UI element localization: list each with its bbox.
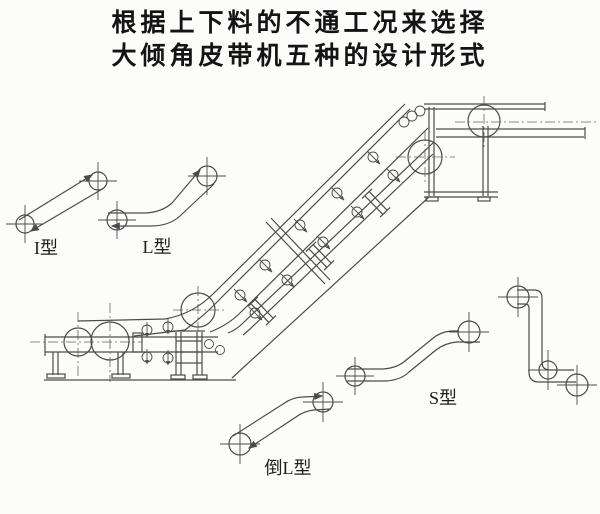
truss-mid-chord bbox=[209, 127, 429, 333]
belt-line-second bbox=[133, 108, 411, 337]
inverted-l-type-label: 倒L型 bbox=[265, 458, 312, 478]
title-line-1: 根据上下料的不通工况来选择 bbox=[111, 9, 489, 37]
s-type-label: S型 bbox=[429, 388, 457, 408]
support-diagonal bbox=[231, 196, 430, 379]
head-station bbox=[396, 96, 596, 202]
belt-line-top bbox=[77, 103, 406, 322]
truss-lower-chord-b bbox=[242, 153, 434, 336]
take-up-ladder bbox=[170, 330, 208, 380]
i-type-label: I型 bbox=[34, 238, 58, 258]
return-rollers bbox=[248, 168, 401, 321]
carry-rollers bbox=[233, 150, 381, 303]
title-line-2: 大倾角皮带机五种的设计形式 bbox=[111, 42, 489, 70]
tail-idlers bbox=[141, 319, 225, 366]
feed-plate bbox=[132, 332, 143, 353]
bend-rollers bbox=[398, 105, 426, 128]
l-type-label: L型 bbox=[143, 237, 172, 257]
tail-station bbox=[30, 286, 236, 382]
z-type-schematic bbox=[498, 277, 597, 405]
cross-tie bbox=[305, 241, 335, 271]
truss-lower-chord-a bbox=[227, 142, 434, 334]
page-title: 根据上下料的不通工况来选择 大倾角皮带机五种的设计形式 bbox=[0, 7, 600, 73]
cross-tie bbox=[247, 296, 277, 326]
inverted-l-type-schematic: 倒L型 bbox=[220, 382, 343, 478]
main-conveyor-drawing bbox=[30, 96, 596, 382]
s-type-schematic: S型 bbox=[336, 312, 489, 408]
incline-truss bbox=[77, 103, 434, 337]
cross-tie bbox=[361, 188, 391, 218]
crossing-support bbox=[265, 217, 331, 285]
discharge-boom bbox=[436, 127, 586, 139]
i-type-schematic: I型 bbox=[6, 162, 117, 258]
l-type-schematic: L型 bbox=[98, 157, 226, 257]
